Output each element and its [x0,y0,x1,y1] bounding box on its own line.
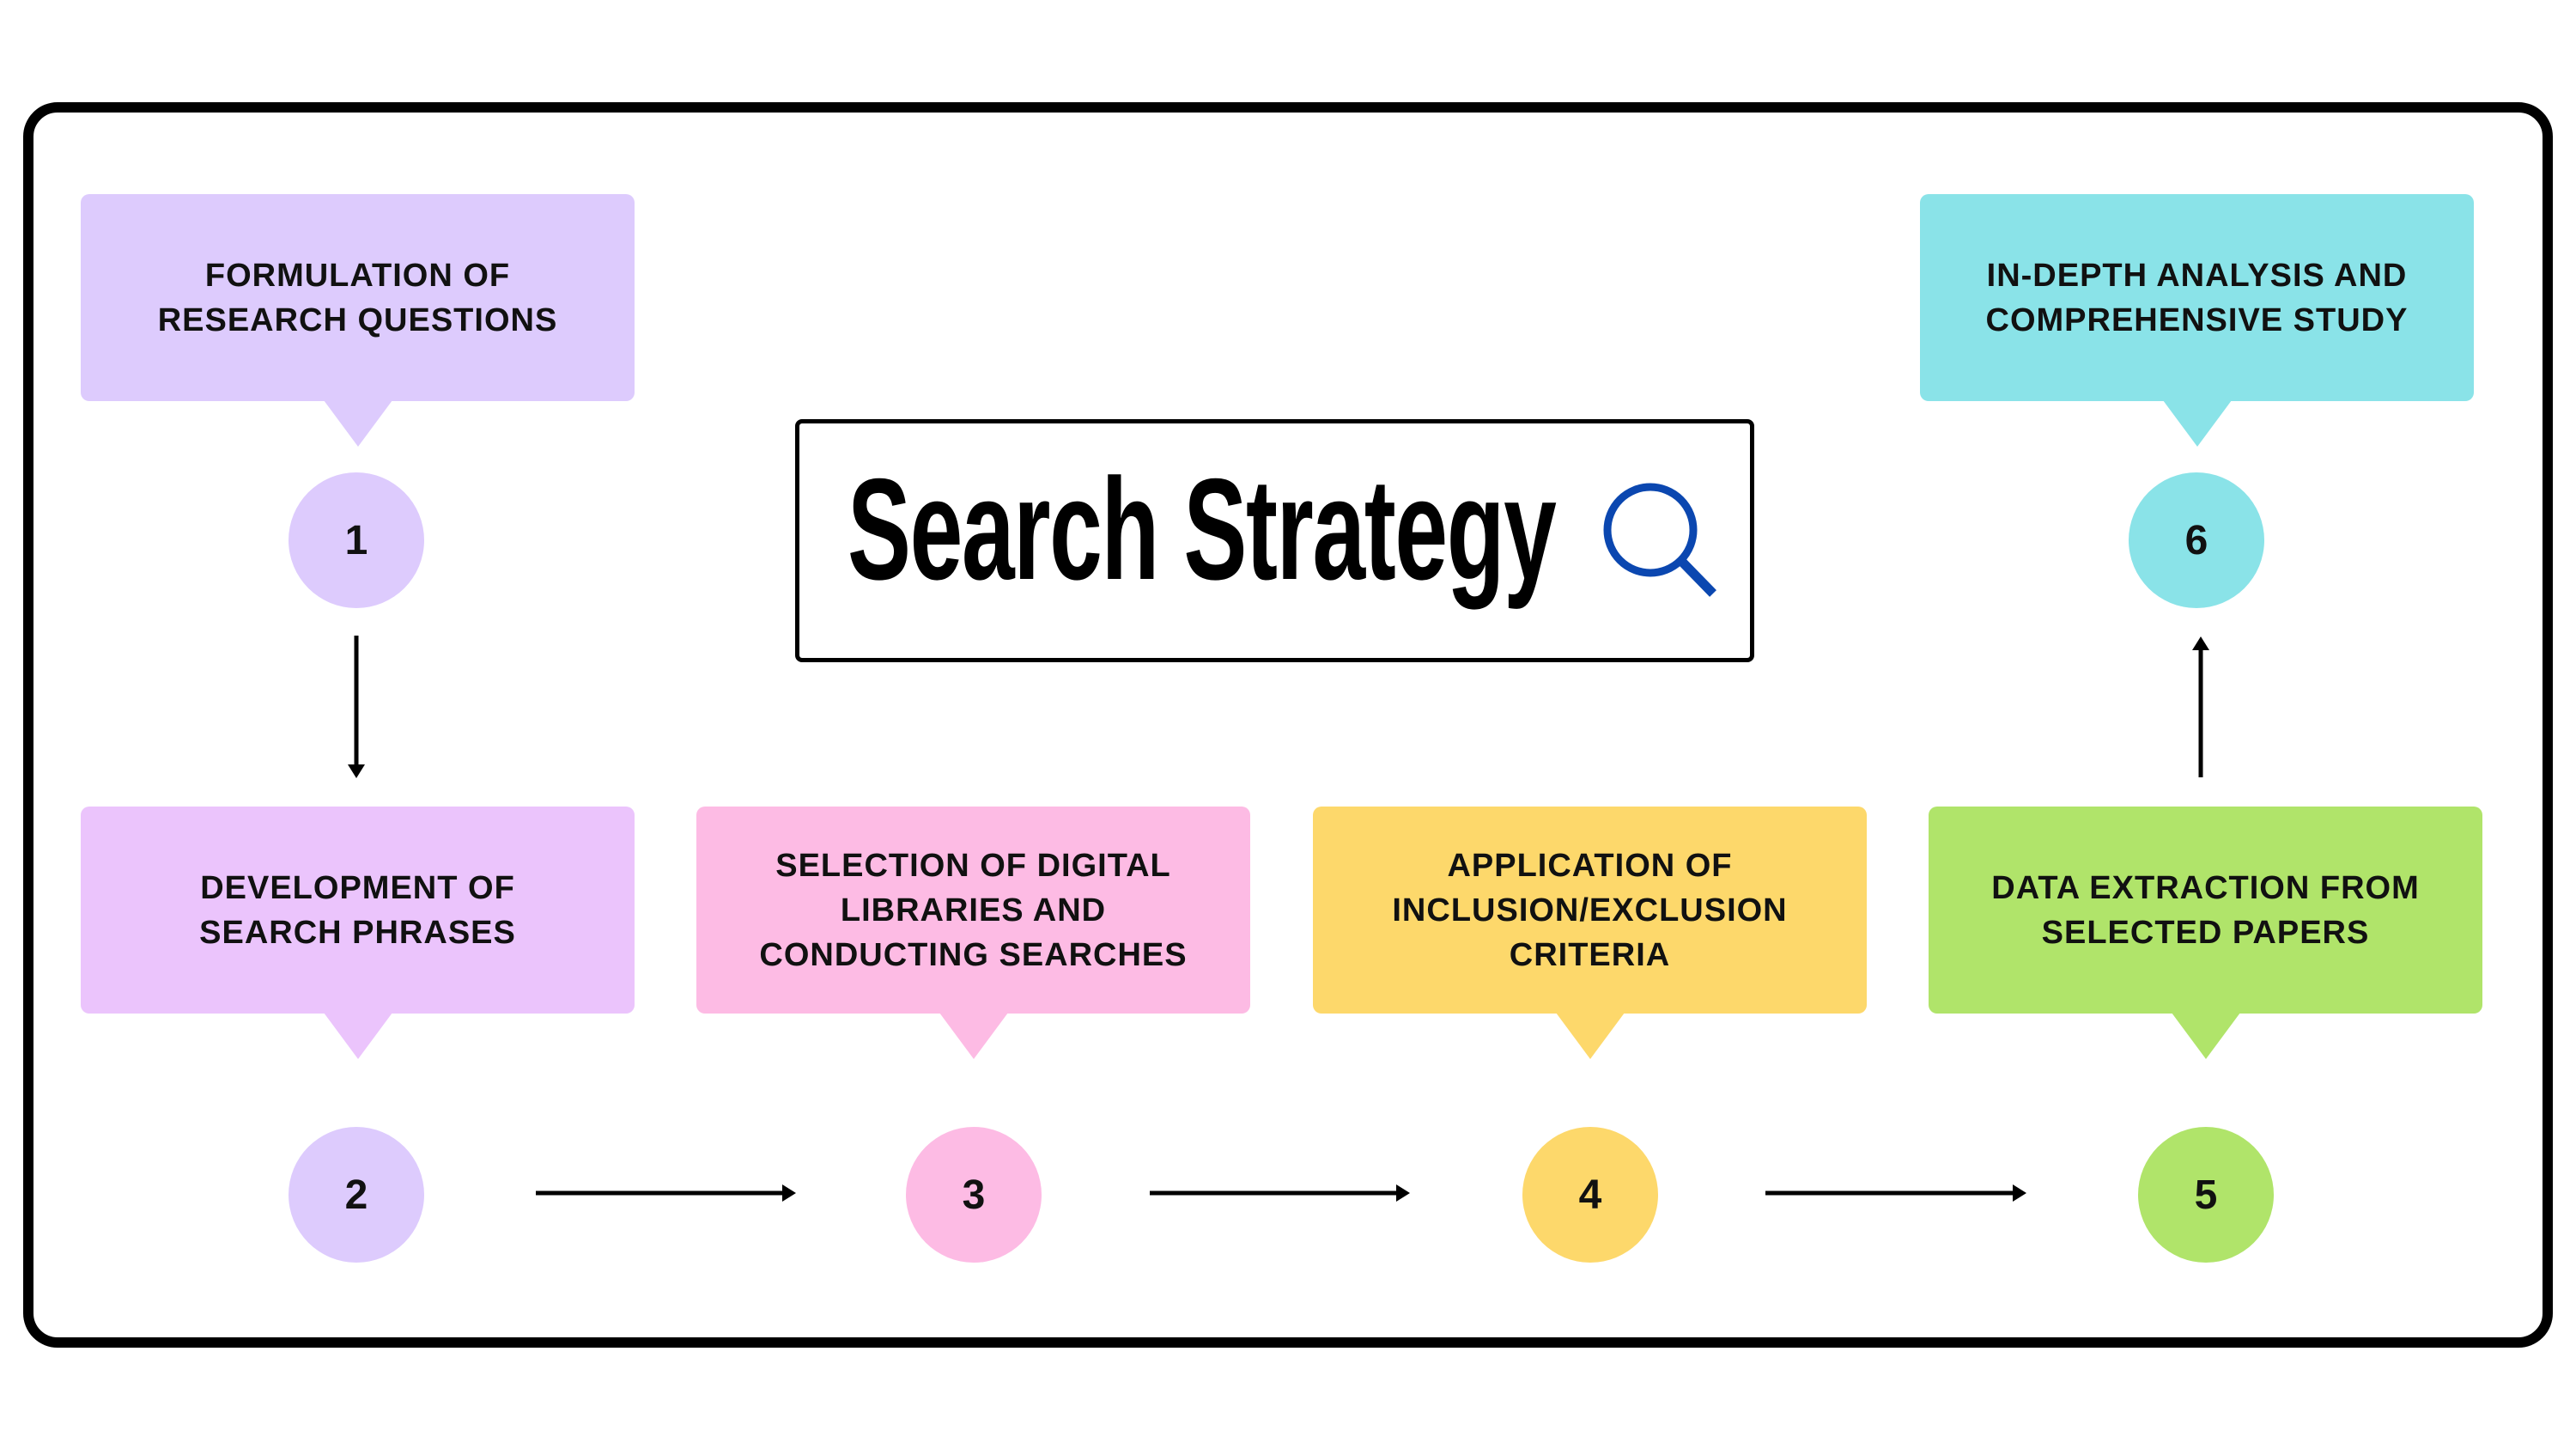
arrow-2-to-3 [536,1184,796,1202]
step-5-label: DATA EXTRACTION FROM SELECTED PAPERS [1991,869,2420,951]
step-3-circle: 3 [906,1127,1042,1263]
step-4-box: APPLICATION OF INCLUSION/EXCLUSION CRITE… [1313,807,1867,1059]
arrow-3-to-4 [1150,1184,1410,1202]
step-6-label: IN-DEPTH ANALYSIS AND COMPREHENSIVE STUD… [1985,257,2409,338]
step-1-label: FORMULATION OF RESEARCH QUESTIONS [157,257,558,338]
step-2-label: DEVELOPMENT OF SEARCH PHRASES [199,869,516,951]
step-6-box: IN-DEPTH ANALYSIS AND COMPREHENSIVE STUD… [1920,194,2474,447]
diagram-frame [23,102,2553,1348]
step-3-box: SELECTION OF DIGITAL LIBRARIES AND CONDU… [696,807,1250,1059]
title-box [795,419,1754,662]
step-5-circle: 5 [2138,1127,2274,1263]
step-5-box: DATA EXTRACTION FROM SELECTED PAPERS [1929,807,2482,1059]
step-1-box: FORMULATION OF RESEARCH QUESTIONS [81,194,635,447]
step-4-label: APPLICATION OF INCLUSION/EXCLUSION CRITE… [1392,847,1788,973]
step-4-circle: 4 [1522,1127,1658,1263]
step-1-circle: 1 [289,472,424,608]
step-6-circle: 6 [2129,472,2264,608]
step-2-circle: 2 [289,1127,424,1263]
arrow-1-to-2 [348,636,365,778]
diagram-title: Search Strategy [848,448,1557,610]
arrow-5-to-6 [2192,636,2209,777]
step-3-label: SELECTION OF DIGITAL LIBRARIES AND CONDU… [759,847,1188,973]
step-2-box: DEVELOPMENT OF SEARCH PHRASES [81,807,635,1059]
magnifier-icon [1603,483,1716,597]
arrow-4-to-5 [1765,1184,2026,1202]
